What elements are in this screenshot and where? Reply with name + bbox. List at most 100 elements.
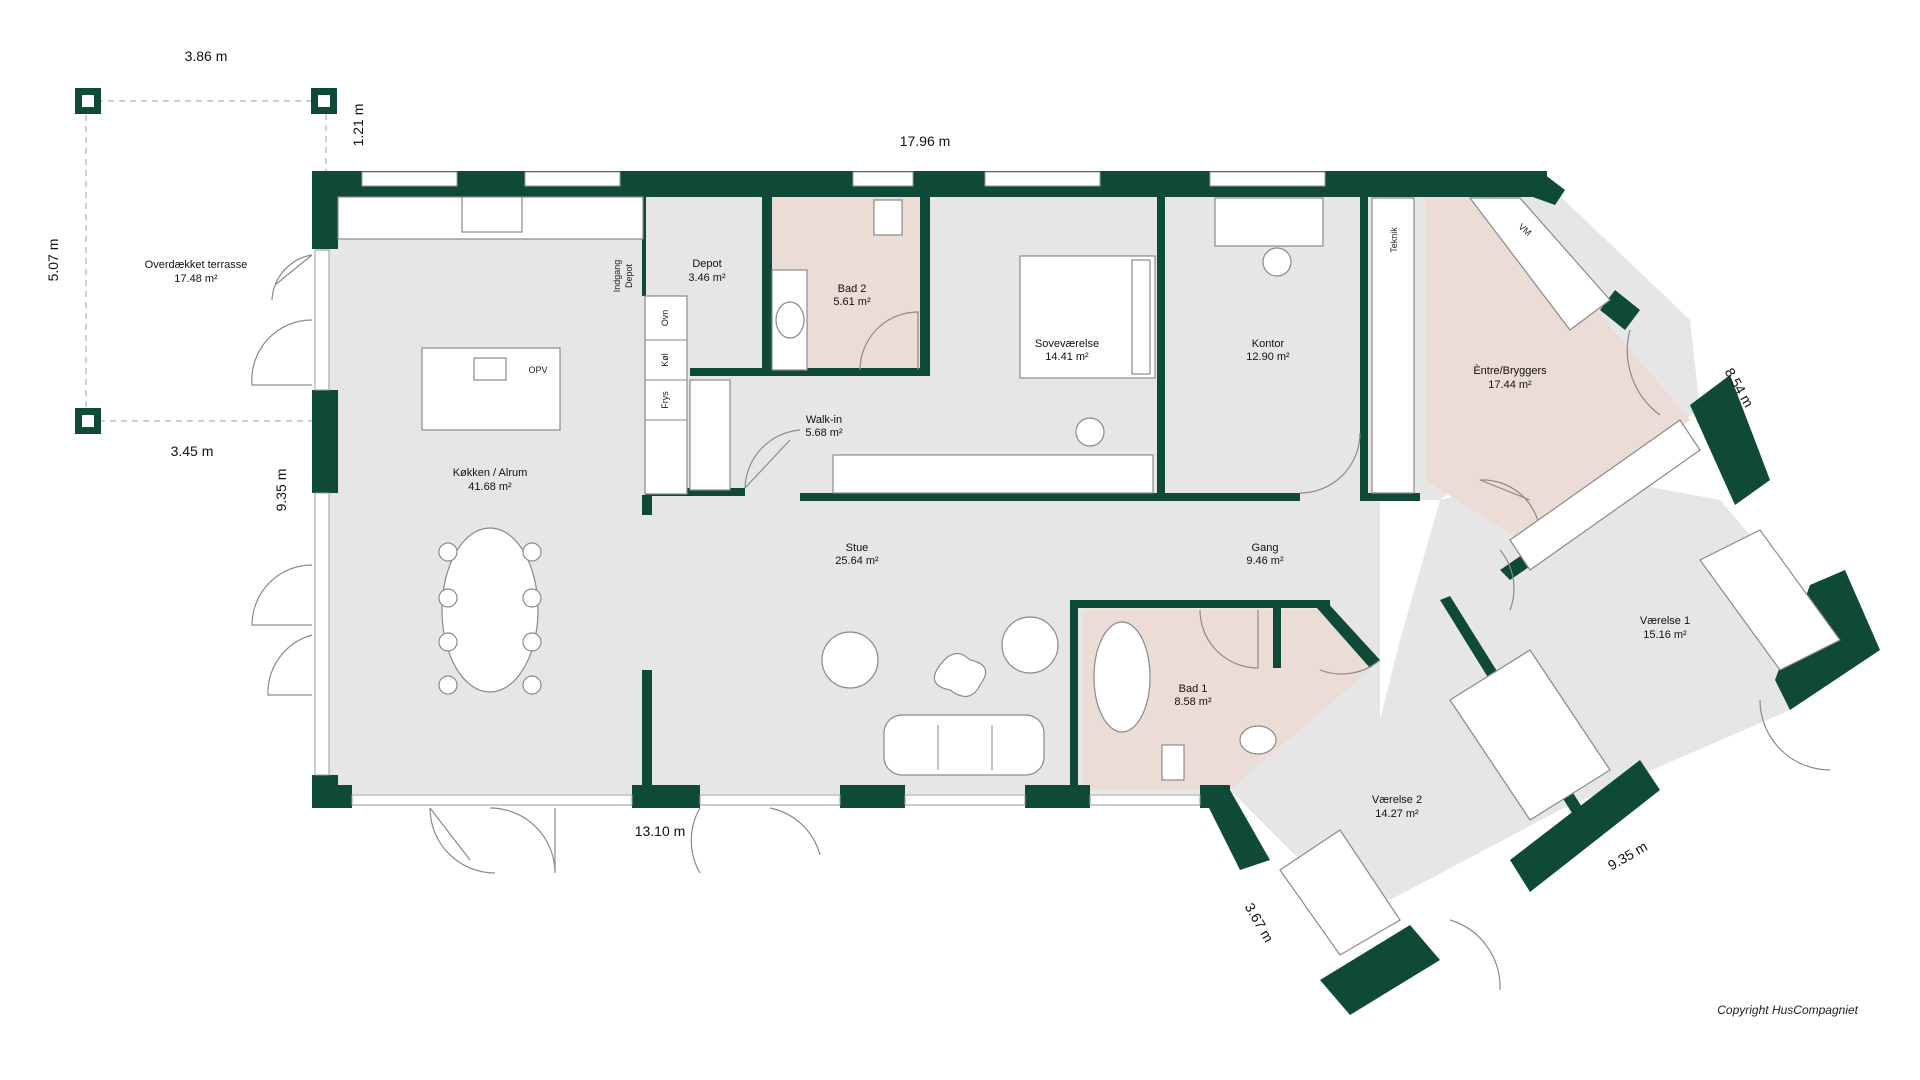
office-door [1299, 432, 1361, 494]
walkin-door [744, 429, 801, 489]
dimension-wing-end: 3.67 m [1242, 900, 1277, 945]
wall-bad1-inner [1273, 608, 1281, 668]
dimension-terrace-width-bottom: 3.45 m [171, 443, 214, 459]
living-door [769, 807, 821, 856]
garden-door [267, 634, 313, 696]
dining-chair [438, 675, 458, 695]
bad1-floor [1083, 610, 1370, 790]
room-area-entry: 17.44 m² [1488, 379, 1532, 391]
wall-bad2-right [920, 196, 930, 376]
dishwasher-label: OPV [528, 365, 547, 375]
room-area-hall: 9.46 m² [1246, 555, 1284, 567]
room-area-depot: 3.46 m² [688, 272, 726, 284]
dining-chair [522, 675, 542, 695]
dining-chairs [438, 542, 542, 695]
wall-wing-left [1200, 790, 1270, 870]
room-area-office: 12.90 m² [1246, 351, 1290, 363]
wall-bedroom-right [1157, 196, 1165, 501]
terrace-door [271, 254, 313, 301]
dimension-terrace-width-top: 3.86 m [185, 48, 228, 64]
room-label-bad2: Bad 2 [838, 283, 867, 295]
bad1-door [1319, 659, 1381, 675]
window [361, 171, 458, 187]
wall-depot-left [642, 196, 646, 296]
room-label-walkin: Walk-in [806, 414, 842, 426]
bad1-sink [1239, 725, 1277, 755]
fridge-label: Køl [660, 353, 670, 367]
dimension-house-length-top: 17.96 m [900, 133, 951, 149]
dining-chair [522, 632, 542, 652]
terrace-door [251, 319, 313, 386]
room-label-entry: Èntre/Bryggers [1473, 364, 1547, 377]
coffee-table [933, 653, 987, 697]
entry-accent-floor [1425, 196, 1690, 540]
window [314, 249, 330, 391]
copyright-text: Copyright HusCompagniet [1717, 1003, 1858, 1017]
front-door [1626, 329, 1661, 416]
wall-wing-bottom [1510, 760, 1660, 892]
wall-wing-end [1320, 925, 1440, 1015]
room-label-terrace: Overdækket terrasse [145, 259, 248, 271]
wall-bad2-left [762, 196, 772, 371]
room-area-bedroom: 14.41 m² [1045, 351, 1089, 363]
room-label-room1: Værelse 1 [1640, 615, 1690, 627]
kitchen-island [421, 347, 561, 431]
wall-kitchen-divider-upper [642, 495, 652, 515]
bad2-toilet [873, 199, 903, 236]
wardrobe-room2 [1449, 649, 1611, 821]
bad1-toilet [1161, 744, 1185, 781]
bad2-door [859, 311, 919, 371]
room-label-room2: Værelse 2 [1372, 794, 1422, 806]
fixture-labels: Ovn Køl Frys OPV Indgang Depot Teknik VM [528, 222, 1533, 409]
room-labels: Overdækket terrasse 17.48 m² Køkken / Al… [145, 258, 1690, 820]
entry-cabinets [1371, 197, 1415, 494]
dining-chair [438, 632, 458, 652]
bed-room2 [1279, 829, 1401, 956]
wardrobe-room1 [1509, 419, 1701, 571]
room-area-living: 25.64 m² [835, 555, 879, 567]
office-chair [1262, 247, 1292, 277]
wall-walkin-bottom [645, 488, 745, 496]
oven-label: Ovn [660, 310, 670, 327]
dimension-house-length-bottom: 13.10 m [635, 823, 686, 839]
kitchen-door [429, 807, 496, 874]
wall-bad1-diagonal [1317, 600, 1380, 668]
bad1-inner-door [1199, 609, 1259, 669]
living-door [690, 807, 701, 874]
room-area-bad2: 5.61 m² [833, 296, 871, 308]
room-area-terrace: 17.48 m² [174, 273, 218, 285]
room1-door [1499, 549, 1515, 611]
room-label-depot: Depot [692, 258, 721, 270]
technical-label: Teknik [1389, 227, 1399, 253]
dresser-chair [1075, 417, 1105, 447]
wall-bottom-mid3 [1025, 785, 1090, 808]
sofa [883, 714, 1045, 776]
depot-entry-label-1: Indgang [612, 260, 622, 293]
armchair [1001, 616, 1059, 674]
garden-door [251, 564, 313, 626]
dimension-house-depth-left: 9.35 m [273, 469, 289, 512]
dimension-terrace-offset: 1.21 m [350, 104, 366, 147]
window [852, 171, 914, 187]
window [314, 492, 330, 776]
wall-bad1-top [1070, 600, 1330, 608]
wall-bedroom-bottom [800, 493, 1300, 501]
room-area-room2: 14.27 m² [1375, 808, 1419, 820]
bed-room1 [1699, 529, 1841, 671]
window [904, 794, 1026, 806]
room2-garden-door [1449, 919, 1501, 991]
wall-bottom-left [312, 785, 352, 808]
doors [251, 254, 1831, 991]
room-area-room1: 15.16 m² [1643, 629, 1687, 641]
window [984, 171, 1101, 187]
wall-bad1-left [1070, 600, 1078, 790]
dining-chair [522, 588, 542, 608]
window [1209, 171, 1326, 187]
room-label-bedroom: Soveværelse [1035, 338, 1099, 350]
walkin-shelf [689, 379, 731, 491]
kitchen-door [489, 807, 556, 874]
depot-entry-label-2: Depot [624, 264, 634, 289]
kitchen-sink [473, 357, 507, 381]
window [351, 794, 633, 806]
